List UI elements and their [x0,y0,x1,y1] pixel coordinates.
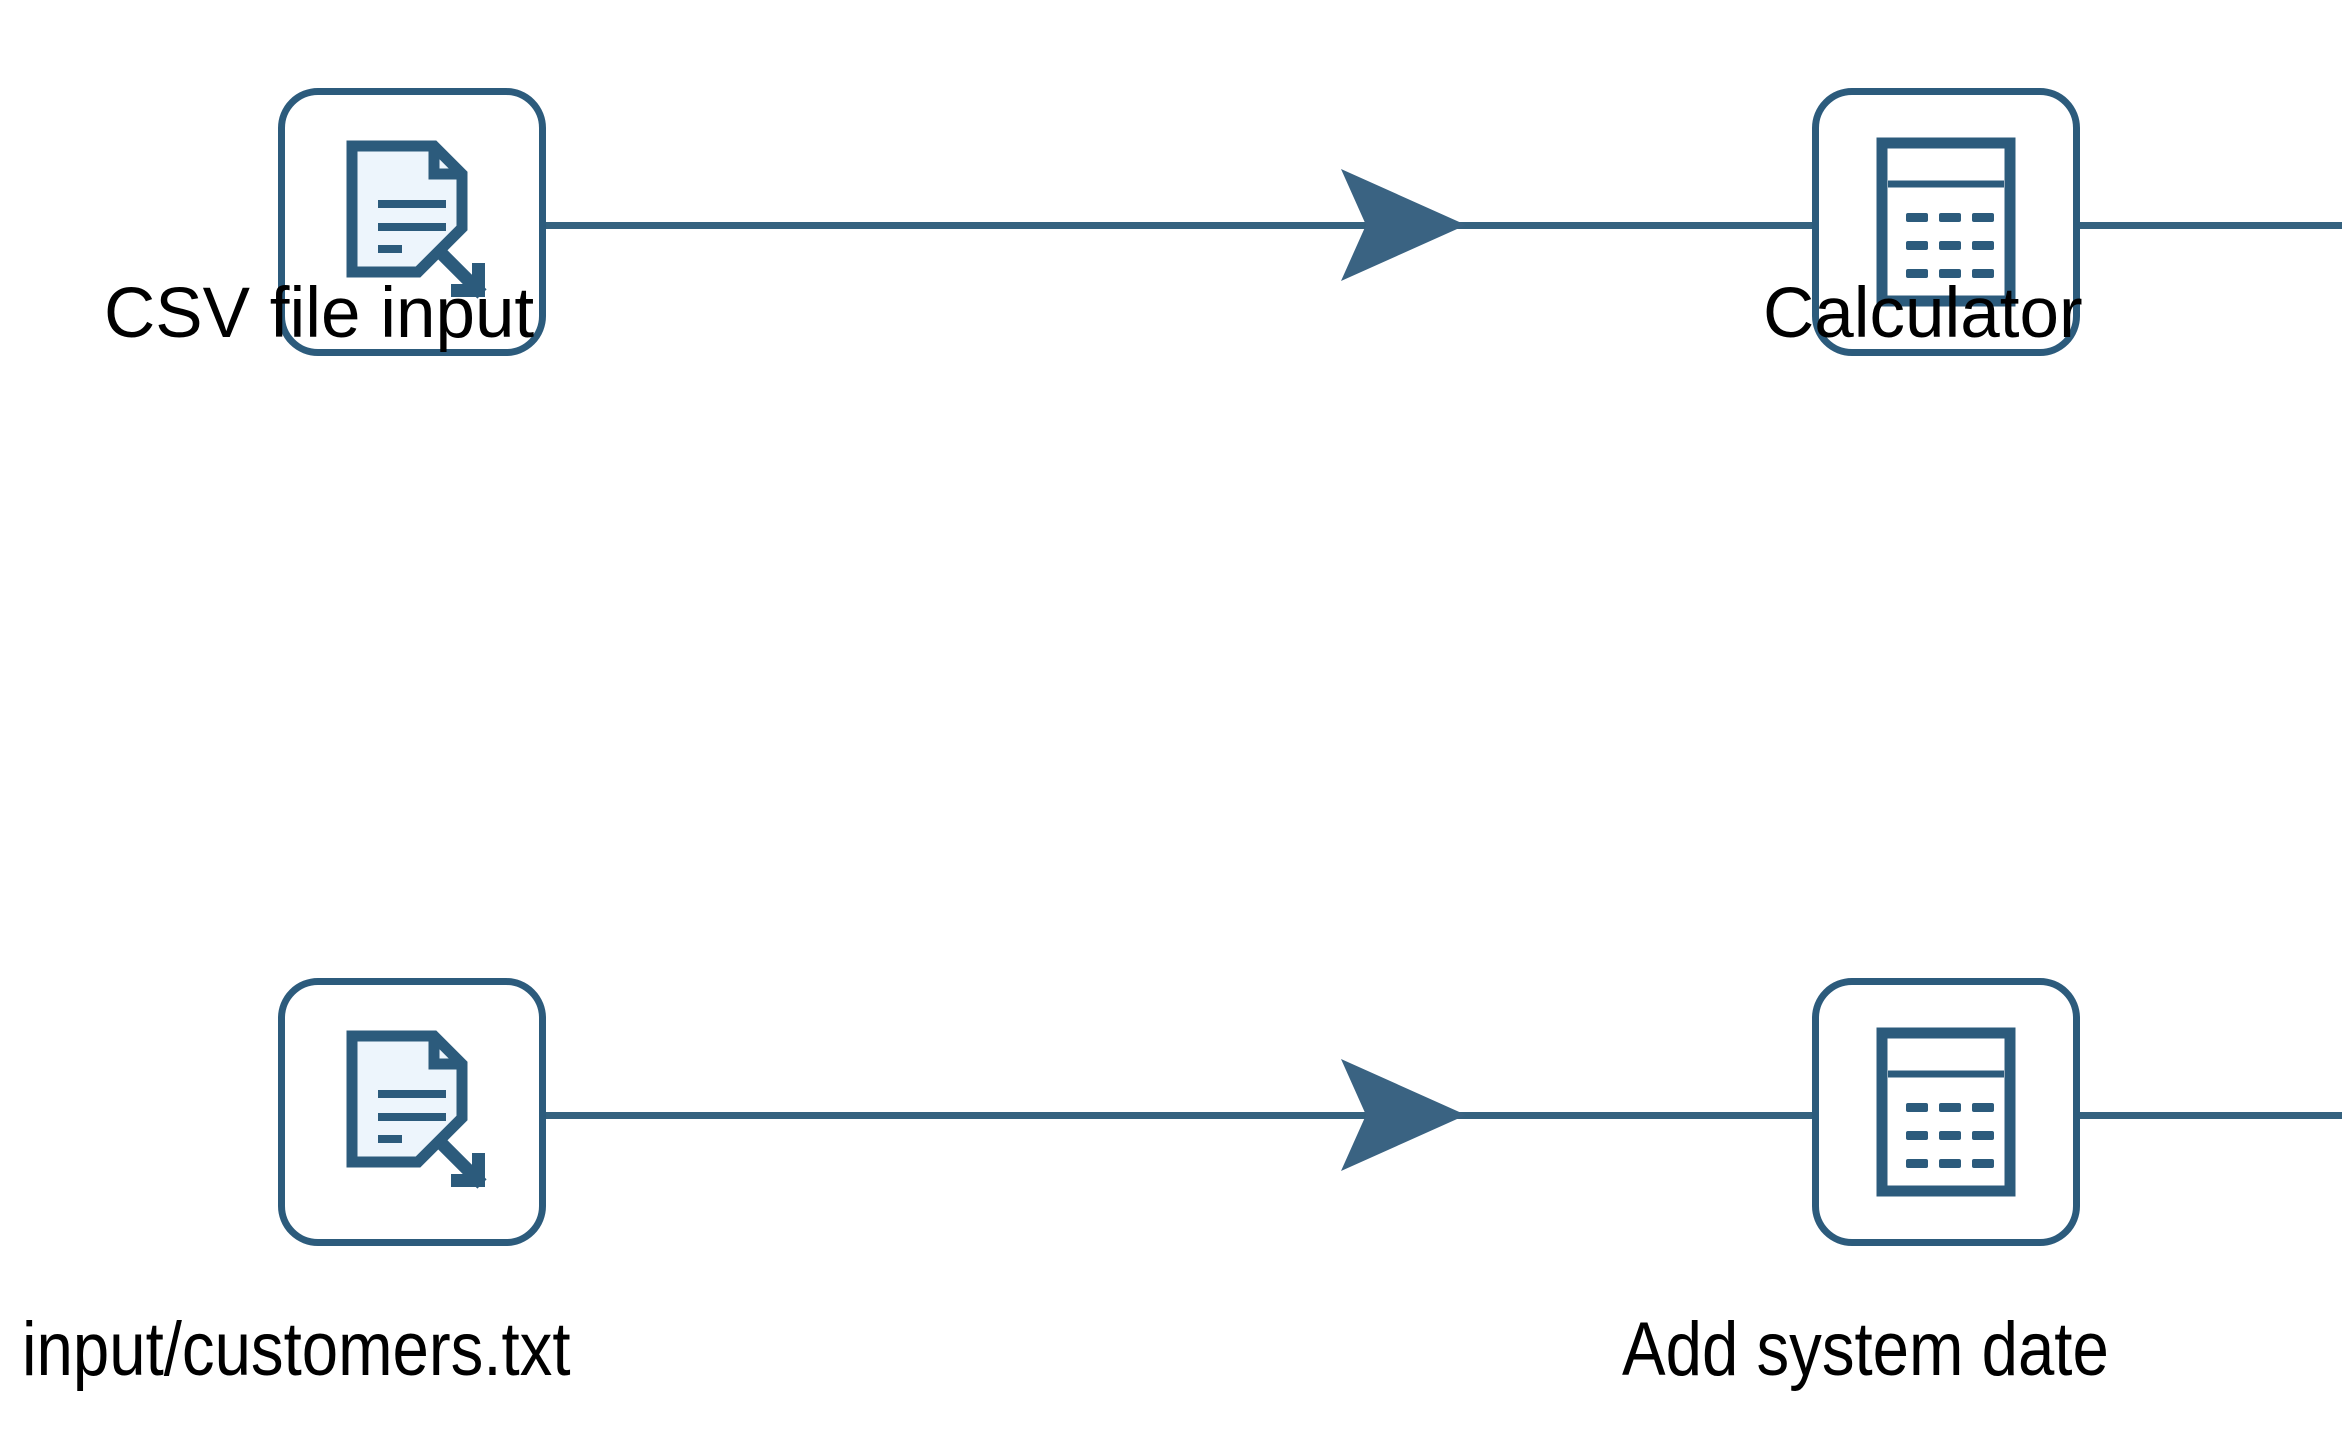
document-export-icon [285,985,539,1239]
node-csv-file-input[interactable] [278,88,546,356]
node-input-customers-txt[interactable] [278,978,546,1246]
label-input-customers-txt: input/customers.txt [22,1307,571,1392]
connector-customers-to-date[interactable] [545,1112,1815,1119]
label-calculator: Calculator [1763,274,2083,353]
connector-date-to-offscreen[interactable] [2080,1112,2342,1119]
document-export-icon [285,95,539,349]
connector-calculator-to-offscreen[interactable] [2080,222,2342,229]
label-add-system-date: Add system date [1622,1307,2109,1392]
calculator-icon [1819,95,2073,349]
calculator-icon [1819,985,2073,1239]
node-calculator[interactable] [1812,88,2080,356]
connector-csv-to-calculator[interactable] [545,222,1815,229]
label-csv-file-input: CSV file input [104,274,535,353]
arrowhead-customers-to-date [1336,1056,1468,1174]
node-add-system-date[interactable] [1812,978,2080,1246]
arrowhead-csv-to-calculator [1336,166,1468,284]
